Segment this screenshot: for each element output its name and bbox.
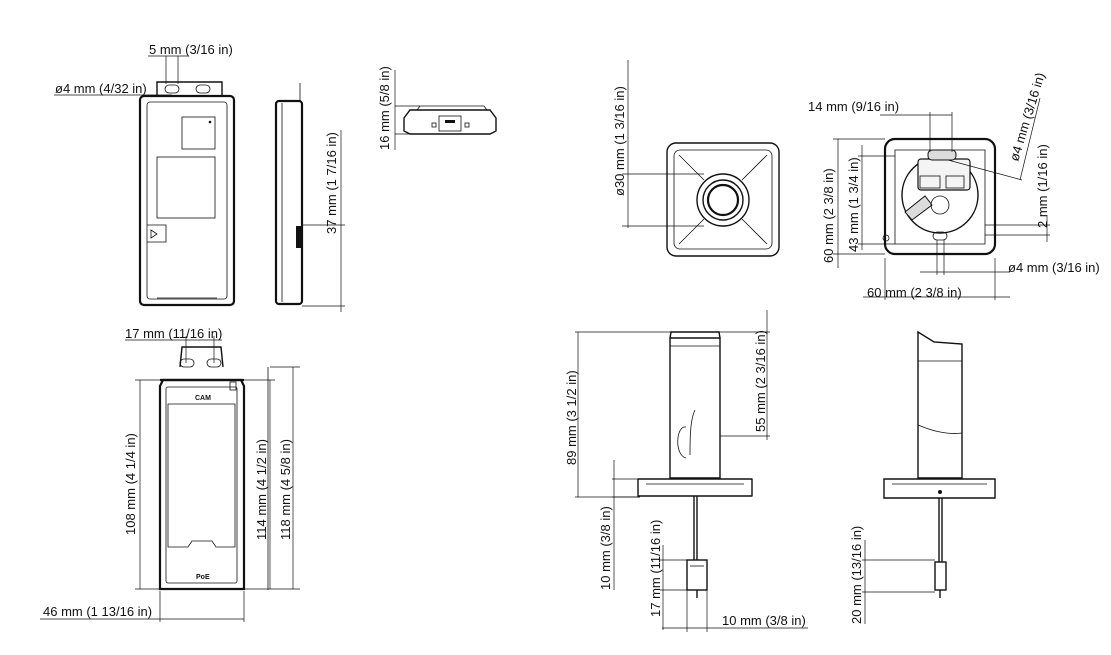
dim-lines-sensor-rear bbox=[833, 97, 1050, 300]
dim-14mm: 14 mm (9/16 in) bbox=[808, 99, 899, 114]
dim-55mm: 55 mm (2 3/16 in) bbox=[753, 330, 768, 432]
cam-label: CAM bbox=[195, 395, 211, 402]
dim-lines-rear bbox=[40, 336, 300, 622]
sensor-stand-front-view bbox=[637, 331, 753, 598]
dim-118mm: 118 mm (4 5/8 in) bbox=[278, 439, 293, 540]
poe-label: PoE bbox=[196, 574, 210, 581]
main-unit-rear-view: CAM PoE bbox=[158, 346, 269, 591]
dim-108mm: 108 mm (4 1/4 in) bbox=[123, 433, 138, 535]
dim-diameter-30mm: ø30 mm (1 3/16 in) bbox=[612, 86, 627, 196]
dim-10mm-horizontal: 10 mm (3/8 in) bbox=[722, 613, 806, 628]
main-unit-bottom-view bbox=[403, 105, 497, 135]
main-unit-front-view bbox=[138, 81, 236, 307]
dim-lines-stand-front bbox=[575, 310, 808, 632]
dim-43mm: 43 mm (1 3/4 in) bbox=[846, 157, 861, 252]
dim-60mm-horizontal: 60 mm (2 3/8 in) bbox=[867, 285, 962, 300]
dim-17mm-vertical: 17 mm (11/16 in) bbox=[648, 520, 663, 617]
dim-37mm: 37 mm (1 7/16 in) bbox=[324, 132, 339, 234]
dim-diameter-4mm-side: ø4 mm (4/32 in) bbox=[55, 81, 147, 96]
dim-60mm-vertical: 60 mm (2 3/8 in) bbox=[821, 168, 836, 263]
sensor-stand-side-view bbox=[883, 330, 996, 598]
dim-5mm: 5 mm (3/16 in) bbox=[149, 42, 233, 57]
sensor-front-view bbox=[666, 142, 780, 257]
sensor-rear-view bbox=[882, 137, 997, 256]
dim-17mm: 17 mm (11/16 in) bbox=[125, 326, 222, 341]
dim-20mm: 20 mm (13/16 in) bbox=[849, 526, 864, 624]
dim-10mm-vertical: 10 mm (3/8 in) bbox=[598, 506, 613, 590]
dim-lines-stand-side bbox=[862, 540, 935, 624]
main-unit-side-view bbox=[274, 83, 304, 306]
dim-46mm: 46 mm (1 13/16 in) bbox=[43, 604, 152, 619]
dim-lines-front bbox=[54, 55, 420, 312]
dim-4mm-bottom: ø4 mm (3/16 in) bbox=[1008, 260, 1100, 275]
dim-114mm: 114 mm (4 1/2 in) bbox=[254, 439, 269, 540]
dim-lines-sensor-front bbox=[622, 60, 704, 228]
dim-89mm: 89 mm (3 1/2 in) bbox=[564, 370, 579, 465]
dim-16mm: 16 mm (5/8 in) bbox=[377, 66, 392, 150]
dim-2mm: 2 mm (1/16 in) bbox=[1035, 144, 1050, 228]
